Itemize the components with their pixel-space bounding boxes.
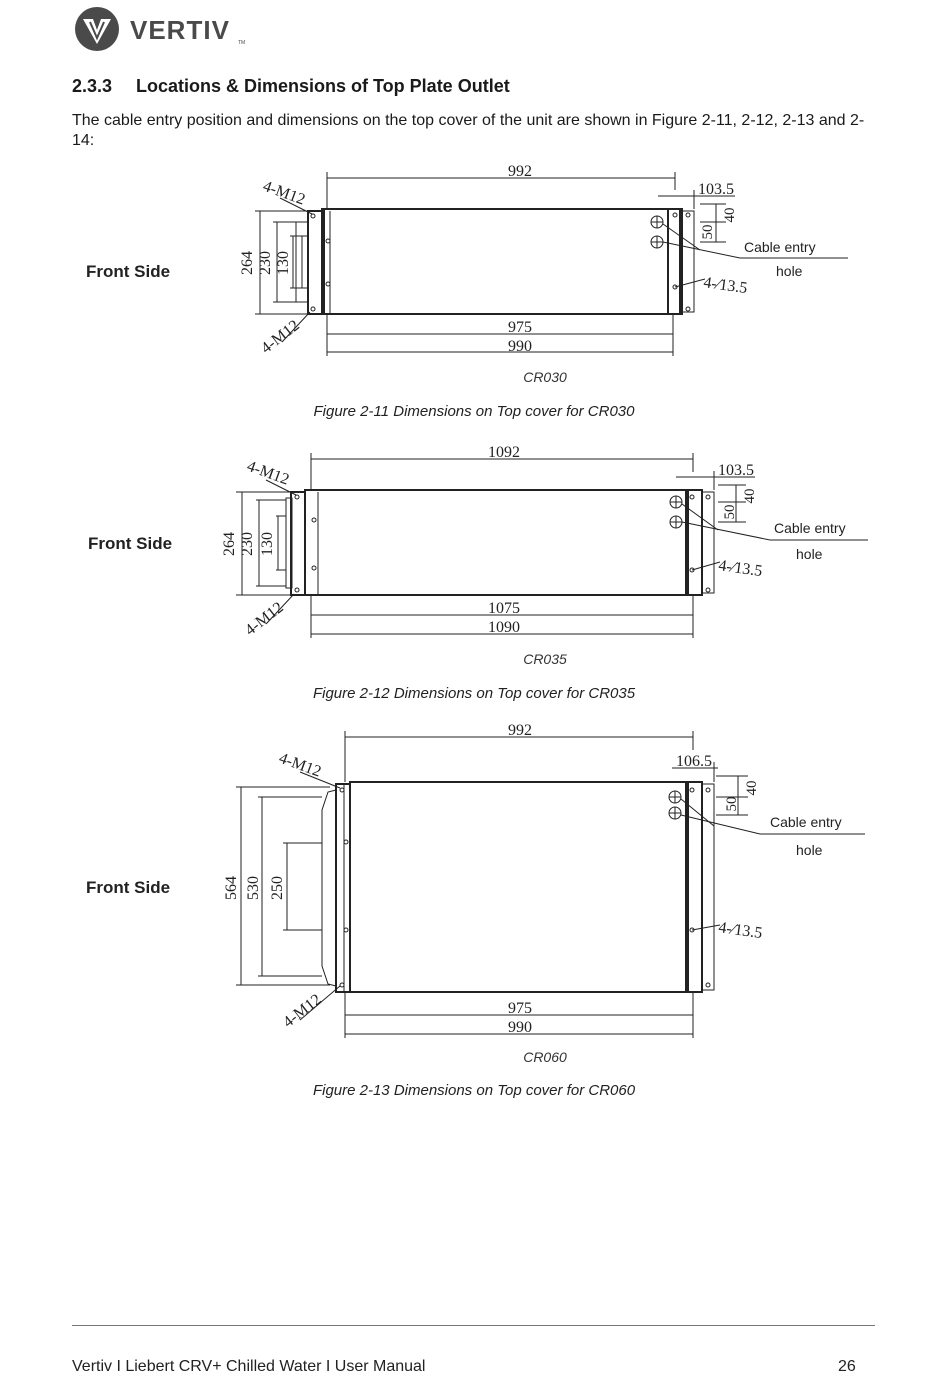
svg-text:4-M12: 4-M12 — [280, 991, 325, 1031]
page-number: 26 — [838, 1358, 856, 1375]
svg-text:106.5: 106.5 — [676, 753, 712, 770]
svg-text:TM: TM — [238, 40, 245, 46]
svg-text:4-∕13.5: 4-∕13.5 — [717, 557, 763, 580]
dimension-drawing: 992 103.5 40 50 264 230 130 4-M12 4-M12 … — [239, 163, 848, 357]
figure-cr030: Front Side — [0, 0, 950, 430]
svg-text:975: 975 — [508, 319, 532, 336]
svg-text:50: 50 — [722, 505, 738, 520]
svg-text:40: 40 — [744, 781, 760, 796]
svg-text:975: 975 — [508, 1000, 532, 1017]
svg-text:Cable entry: Cable entry — [770, 814, 842, 830]
figure-caption: Figure 2-12 Dimensions on Top cover for … — [312, 685, 636, 702]
front-side-label: Front Side — [88, 534, 173, 553]
footer-text: Vertiv I Liebert CRV+ Chilled Water I Us… — [72, 1358, 426, 1375]
svg-text:1090: 1090 — [488, 619, 520, 636]
svg-text:4-M12: 4-M12 — [277, 750, 324, 781]
svg-text:230: 230 — [257, 251, 274, 275]
logo-emblem-icon — [75, 7, 119, 51]
svg-text:40: 40 — [722, 208, 738, 223]
svg-text:264: 264 — [221, 532, 238, 556]
intro-paragraph: The cable entry position and dimensions … — [72, 112, 865, 149]
svg-text:1075: 1075 — [488, 600, 520, 617]
svg-text:990: 990 — [508, 1019, 532, 1036]
logo-text: VERTIV — [130, 15, 230, 45]
section-title: Locations & Dimensions of Top Plate Outl… — [136, 76, 510, 96]
svg-text:990: 990 — [508, 338, 532, 355]
footer-divider — [72, 1325, 875, 1326]
svg-text:50: 50 — [700, 225, 716, 240]
svg-text:530: 530 — [245, 876, 262, 900]
svg-text:4-∕13.5: 4-∕13.5 — [717, 919, 763, 942]
svg-text:hole: hole — [776, 263, 803, 279]
cable-entry-label: Cable entry — [744, 239, 816, 255]
svg-text:4-∕13.5: 4-∕13.5 — [702, 274, 748, 297]
figure-cr035: Front Side — [88, 444, 868, 702]
figure-caption: Figure 2-13 Dimensions on Top cover for … — [312, 1082, 636, 1099]
svg-text:264: 264 — [239, 251, 256, 275]
model-label: CR030 — [523, 369, 567, 385]
svg-text:130: 130 — [259, 532, 276, 556]
model-label: CR060 — [523, 1049, 567, 1065]
dimension-drawing: 992 106.5 40 50 564 530 250 4-M12 4-M12 … — [223, 722, 865, 1038]
svg-text:1092: 1092 — [488, 444, 520, 461]
figure-cr060: Front Side — [86, 722, 865, 1099]
svg-text:564: 564 — [223, 876, 240, 900]
svg-text:hole: hole — [796, 842, 823, 858]
dimension-drawing: 1092 103.5 40 50 264 230 130 4-M12 4-M12… — [221, 444, 868, 639]
section-number: 2.3.3 — [72, 76, 113, 96]
svg-text:Cable entry: Cable entry — [774, 520, 846, 536]
model-label: CR035 — [523, 651, 567, 667]
svg-text:130: 130 — [275, 251, 292, 275]
front-side-label: Front Side — [86, 878, 171, 897]
svg-text:250: 250 — [269, 876, 286, 900]
dim-top-width: 992 — [508, 163, 532, 180]
dim-right-offset: 103.5 — [698, 181, 734, 198]
svg-text:40: 40 — [742, 489, 758, 504]
figure-caption: Figure 2-11 Dimensions on Top cover for … — [313, 403, 635, 420]
vertiv-logo: VERTIV TM — [74, 6, 274, 54]
svg-text:230: 230 — [239, 532, 256, 556]
front-side-label: Front Side — [86, 262, 171, 281]
svg-text:992: 992 — [508, 722, 532, 739]
svg-text:103.5: 103.5 — [718, 462, 754, 479]
svg-text:50: 50 — [724, 797, 740, 812]
svg-text:hole: hole — [796, 546, 823, 562]
